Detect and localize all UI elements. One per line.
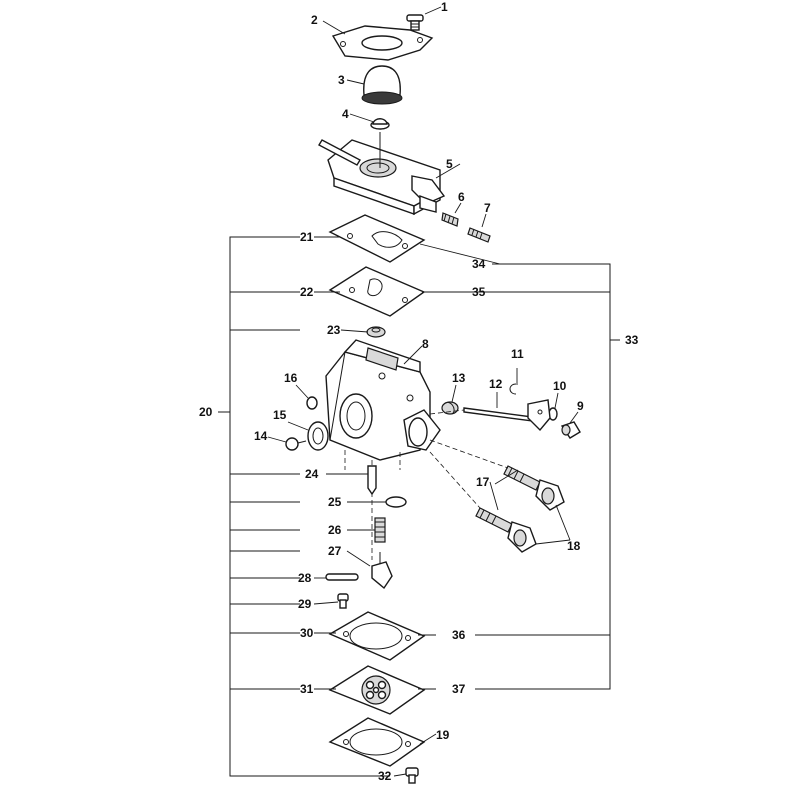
callout-25: 25 (328, 495, 342, 509)
part-11-clip (509, 383, 517, 395)
callout-36: 36 (452, 628, 466, 642)
callout-28: 28 (298, 571, 312, 585)
callout-26: 26 (328, 523, 342, 537)
part-25-disc (385, 496, 407, 508)
callout-2: 2 (311, 13, 318, 27)
part-17-needles (475, 465, 541, 533)
part-12-shaft (463, 399, 551, 432)
callout-6: 6 (458, 190, 465, 204)
part-21-diaphragm (328, 214, 426, 263)
callout-8: 8 (422, 337, 429, 351)
callout-22: 22 (300, 285, 314, 299)
part-7-screw (467, 227, 491, 243)
part-15-cover (307, 421, 329, 451)
callout-15: 15 (273, 408, 287, 422)
part-4-valve (370, 118, 390, 130)
callout-17: 17 (476, 475, 490, 489)
part-5-pump-cover (318, 132, 446, 216)
part-18-limiter-caps (507, 479, 565, 553)
part-28-pin (325, 573, 359, 581)
callout-13: 13 (452, 371, 466, 385)
part-8-carburetor-body (325, 339, 441, 461)
part-22-gasket (328, 266, 426, 317)
part-24-needle-valve (367, 465, 377, 496)
callout-34: 34 (472, 257, 486, 271)
part-9-cap (560, 421, 581, 439)
leader-lines (267, 6, 579, 777)
callout-4: 4 (342, 107, 349, 121)
callout-20: 20 (199, 405, 213, 419)
part-1-screw (406, 14, 424, 31)
callout-33: 33 (625, 333, 639, 347)
callout-35: 35 (472, 285, 486, 299)
part-2-gasket-plate (331, 25, 434, 61)
callout-7: 7 (484, 201, 491, 215)
callout-37: 37 (452, 682, 466, 696)
part-3-primer-bulb (361, 65, 403, 105)
callout-9: 9 (577, 399, 584, 413)
part-13-spring (441, 401, 459, 415)
callout-labels: 1 2 3 4 5 6 7 8 9 10 11 12 13 14 15 16 1… (199, 0, 639, 783)
part-31-diaphragm (328, 665, 426, 715)
part-23-nut (366, 326, 386, 338)
part-29-screw (337, 593, 349, 609)
part-32-screw (405, 767, 419, 784)
callout-16: 16 (284, 371, 298, 385)
callout-3: 3 (338, 73, 345, 87)
callout-5: 5 (446, 157, 453, 171)
callout-27: 27 (328, 544, 342, 558)
part-14-screw (285, 437, 307, 451)
callout-24: 24 (305, 467, 319, 481)
callout-23: 23 (327, 323, 341, 337)
bracket-33 (475, 263, 620, 690)
callout-10: 10 (553, 379, 567, 393)
callout-31: 31 (300, 682, 314, 696)
bracket-20 (218, 236, 390, 777)
callout-14: 14 (254, 429, 268, 443)
part-6-spring (441, 212, 459, 227)
callout-18: 18 (567, 539, 581, 553)
callout-21: 21 (300, 230, 314, 244)
part-16-seal (306, 396, 318, 410)
callout-12: 12 (489, 377, 503, 391)
part-30-gasket (328, 611, 426, 661)
callout-1: 1 (441, 0, 448, 14)
callout-32: 32 (378, 769, 392, 783)
part-26-spring (374, 517, 386, 543)
part-27-lever (371, 552, 393, 590)
callout-19: 19 (436, 728, 450, 742)
part-19-cover-plate (328, 717, 426, 767)
callout-30: 30 (300, 626, 314, 640)
callout-11: 11 (511, 347, 524, 361)
callout-29: 29 (298, 597, 312, 611)
